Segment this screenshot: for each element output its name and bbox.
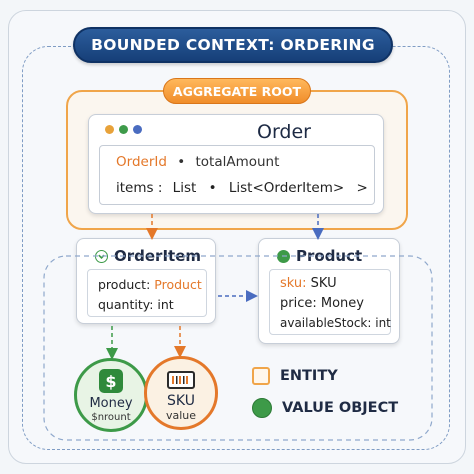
dollar-icon: $ — [99, 369, 123, 393]
window-dot-blue — [133, 125, 142, 134]
legend-value-object-label: VALUE OBJECT — [282, 400, 399, 416]
sku-field-name: sku: — [280, 276, 307, 291]
order-field-line-2: items : List • List<OrderItem> > — [116, 180, 368, 196]
legend-entity: ENTITY — [252, 367, 338, 385]
items-field-type: List — [172, 180, 197, 196]
product-field-type: Product — [154, 277, 202, 292]
order-title: Order — [257, 121, 311, 143]
entity-square-icon — [252, 367, 270, 385]
money-subtitle: $nrount — [91, 412, 131, 423]
money-value-object: $ Money $nrount — [74, 358, 148, 432]
order-item-field-product: product: Product — [98, 277, 202, 292]
field-separator: • — [177, 154, 186, 170]
product-field-price: price: Money — [280, 296, 364, 311]
order-field-line-1: OrderId • totalAmount — [116, 154, 279, 170]
value-object-circle-icon — [252, 398, 272, 418]
window-dot-green — [119, 125, 128, 134]
product-entity-card: Product sku: SKU price: Money availableS… — [258, 238, 400, 344]
legend-value-object: VALUE OBJECT — [252, 398, 398, 418]
order-item-title: OrderItem — [114, 247, 202, 265]
items-field-name: items : — [116, 180, 163, 196]
product-title: Product — [296, 247, 363, 265]
bounded-context-title: BOUNDED CONTEXT: ORDERING — [73, 27, 393, 63]
order-id-field: OrderId — [116, 154, 167, 170]
sku-field-type: SKU — [310, 276, 337, 291]
total-amount-field: totalAmount — [195, 154, 280, 170]
order-entity-card: Order OrderId • totalAmount items : List… — [88, 114, 384, 214]
product-field-stock: availableStock: int — [280, 316, 391, 330]
aggregate-root-label: AGGREGATE ROOT — [163, 78, 311, 104]
product-header: Product — [277, 247, 362, 265]
chevron-down-circle-icon — [95, 249, 108, 263]
order-fields-box: OrderId • totalAmount items : List • Lis… — [99, 145, 375, 205]
product-fields-box: sku: SKU price: Money availableStock: in… — [269, 269, 391, 335]
sku-title: SKU — [167, 393, 195, 409]
order-item-header: OrderItem — [95, 247, 201, 265]
window-dot-orange — [105, 125, 114, 134]
field-separator: • — [208, 180, 217, 196]
order-item-entity-card: OrderItem product: Product quantity: int — [76, 238, 216, 324]
order-item-field-quantity: quantity: int — [98, 297, 174, 312]
product-field-name: product: — [98, 277, 151, 292]
chevron-right-icon: > — [356, 180, 368, 196]
items-list-type: List<OrderItem> — [228, 180, 345, 196]
legend-entity-label: ENTITY — [280, 368, 338, 384]
money-title: Money — [89, 396, 133, 411]
green-circle-icon — [277, 249, 290, 263]
barcode-icon — [167, 371, 195, 389]
sku-value-object: SKU value — [144, 356, 218, 430]
order-item-fields-box: product: Product quantity: int — [87, 269, 207, 317]
sku-subtitle: value — [165, 409, 197, 422]
product-field-sku: sku: SKU — [280, 276, 337, 291]
